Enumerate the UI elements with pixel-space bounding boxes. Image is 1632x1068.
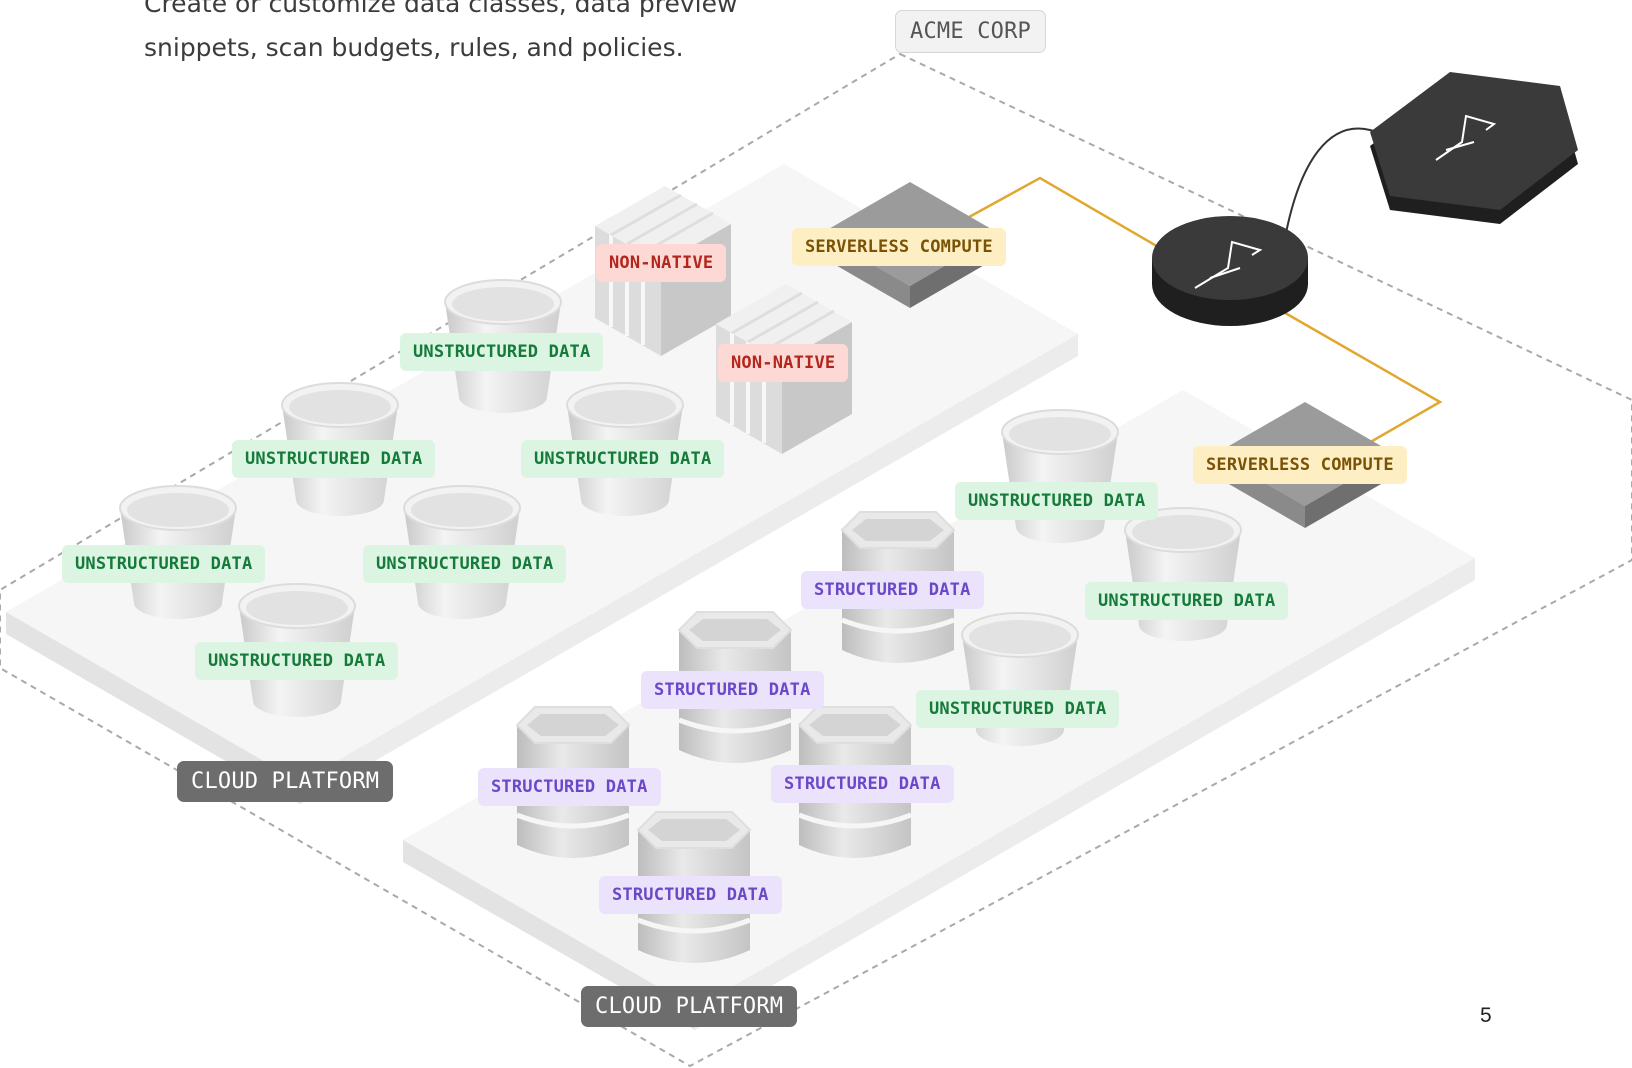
unstructured-data-label: UNSTRUCTURED DATA bbox=[62, 545, 266, 583]
non-native-label: NON-NATIVE bbox=[596, 244, 727, 282]
structured-data-label: STRUCTURED DATA bbox=[599, 876, 782, 914]
serverless-compute-label: SERVERLESS COMPUTE bbox=[1193, 446, 1407, 484]
unstructured-data-label: UNSTRUCTURED DATA bbox=[400, 333, 604, 371]
bird-logo-icon bbox=[1435, 114, 1497, 161]
structured-data-label: STRUCTURED DATA bbox=[478, 768, 661, 806]
unstructured-data-label: UNSTRUCTURED DATA bbox=[521, 440, 725, 478]
intro-text: Create or customize data classes, data p… bbox=[144, 0, 824, 70]
non-native-label: NON-NATIVE bbox=[718, 344, 849, 382]
page-number: 5 bbox=[1480, 1004, 1492, 1027]
unstructured-data-label: UNSTRUCTURED DATA bbox=[232, 440, 436, 478]
bird-logo-icon bbox=[1194, 240, 1263, 289]
intro-line-2: snippets, scan budgets, rules, and polic… bbox=[144, 33, 684, 62]
cloud-platform-label: CLOUD PLATFORM bbox=[581, 986, 798, 1027]
structured-data-label: STRUCTURED DATA bbox=[771, 765, 954, 803]
org-label: ACME CORP bbox=[895, 10, 1047, 53]
structured-data-label: STRUCTURED DATA bbox=[641, 671, 824, 709]
unstructured-data-label: UNSTRUCTURED DATA bbox=[955, 482, 1159, 520]
bucket-icon bbox=[1124, 507, 1242, 641]
serverless-compute-label: SERVERLESS COMPUTE bbox=[792, 228, 1006, 266]
unstructured-data-label: UNSTRUCTURED DATA bbox=[1085, 582, 1289, 620]
hub-node bbox=[1152, 216, 1308, 326]
unstructured-data-label: UNSTRUCTURED DATA bbox=[195, 642, 399, 680]
intro-line-1: Create or customize data classes, data p… bbox=[144, 0, 738, 18]
bucket-icon bbox=[1001, 409, 1119, 543]
unstructured-data-label: UNSTRUCTURED DATA bbox=[916, 690, 1120, 728]
unstructured-data-label: UNSTRUCTURED DATA bbox=[363, 545, 567, 583]
hexagon-node bbox=[1370, 72, 1578, 224]
cloud-platform-label: CLOUD PLATFORM bbox=[177, 761, 394, 802]
structured-data-label: STRUCTURED DATA bbox=[801, 571, 984, 609]
org-boundary bbox=[0, 52, 1632, 1068]
